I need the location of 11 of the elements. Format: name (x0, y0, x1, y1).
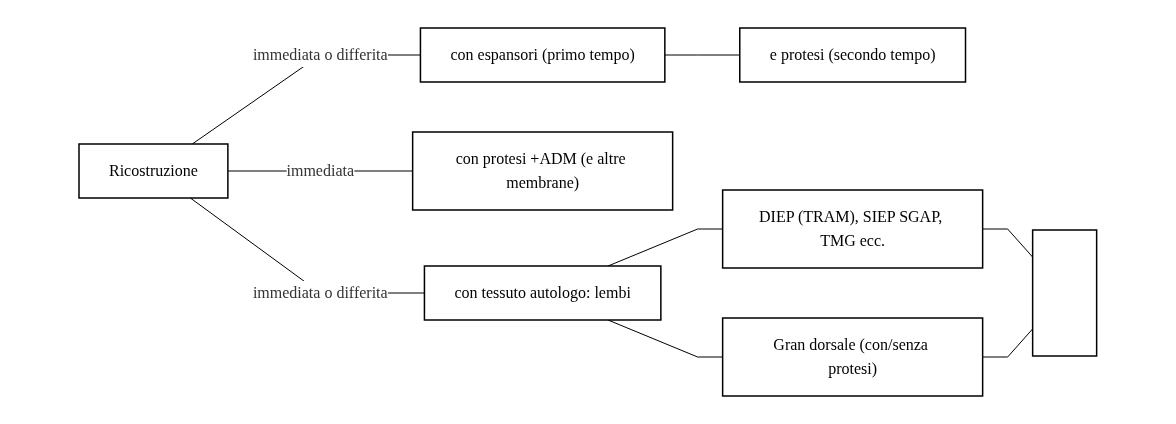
node-box: Gran dorsale (con/senza protesi) (722, 317, 984, 397)
edge-label: immediata o differita (253, 46, 388, 63)
edge-label: immediata o differita (253, 284, 388, 301)
node-box: e protesi (secondo tempo) (739, 27, 967, 83)
node-box: con tessuto autologo: lembi (423, 265, 662, 321)
node-box: con espansori (primo tempo) (419, 27, 666, 83)
node-box (1032, 229, 1098, 357)
node-box: DIEP (TRAM), SIEP SGAP, TMG ecc. (722, 189, 984, 269)
node-box: Ricostruzione (78, 143, 229, 199)
edge-label: immediata (286, 162, 355, 179)
node-box: con protesi +ADM (e altre membrane) (412, 131, 674, 211)
